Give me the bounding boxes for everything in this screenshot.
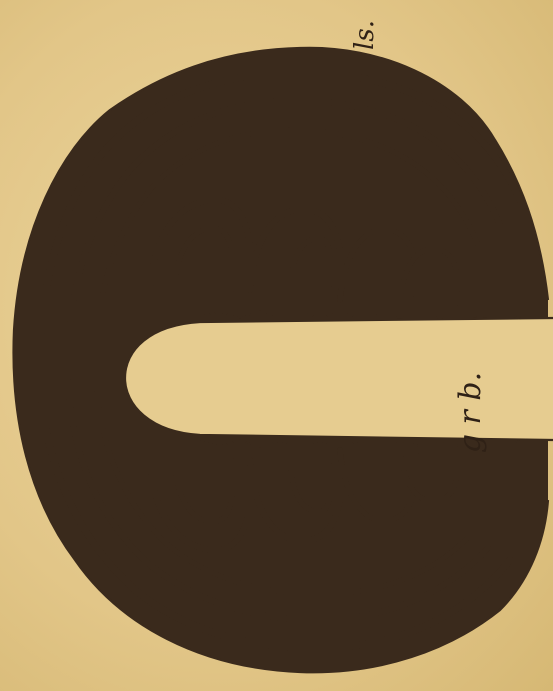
central-stalk [125,318,553,440]
growing-bud-label: g r b. [453,372,488,453]
leaf-sheath-label: ls. [350,20,380,50]
